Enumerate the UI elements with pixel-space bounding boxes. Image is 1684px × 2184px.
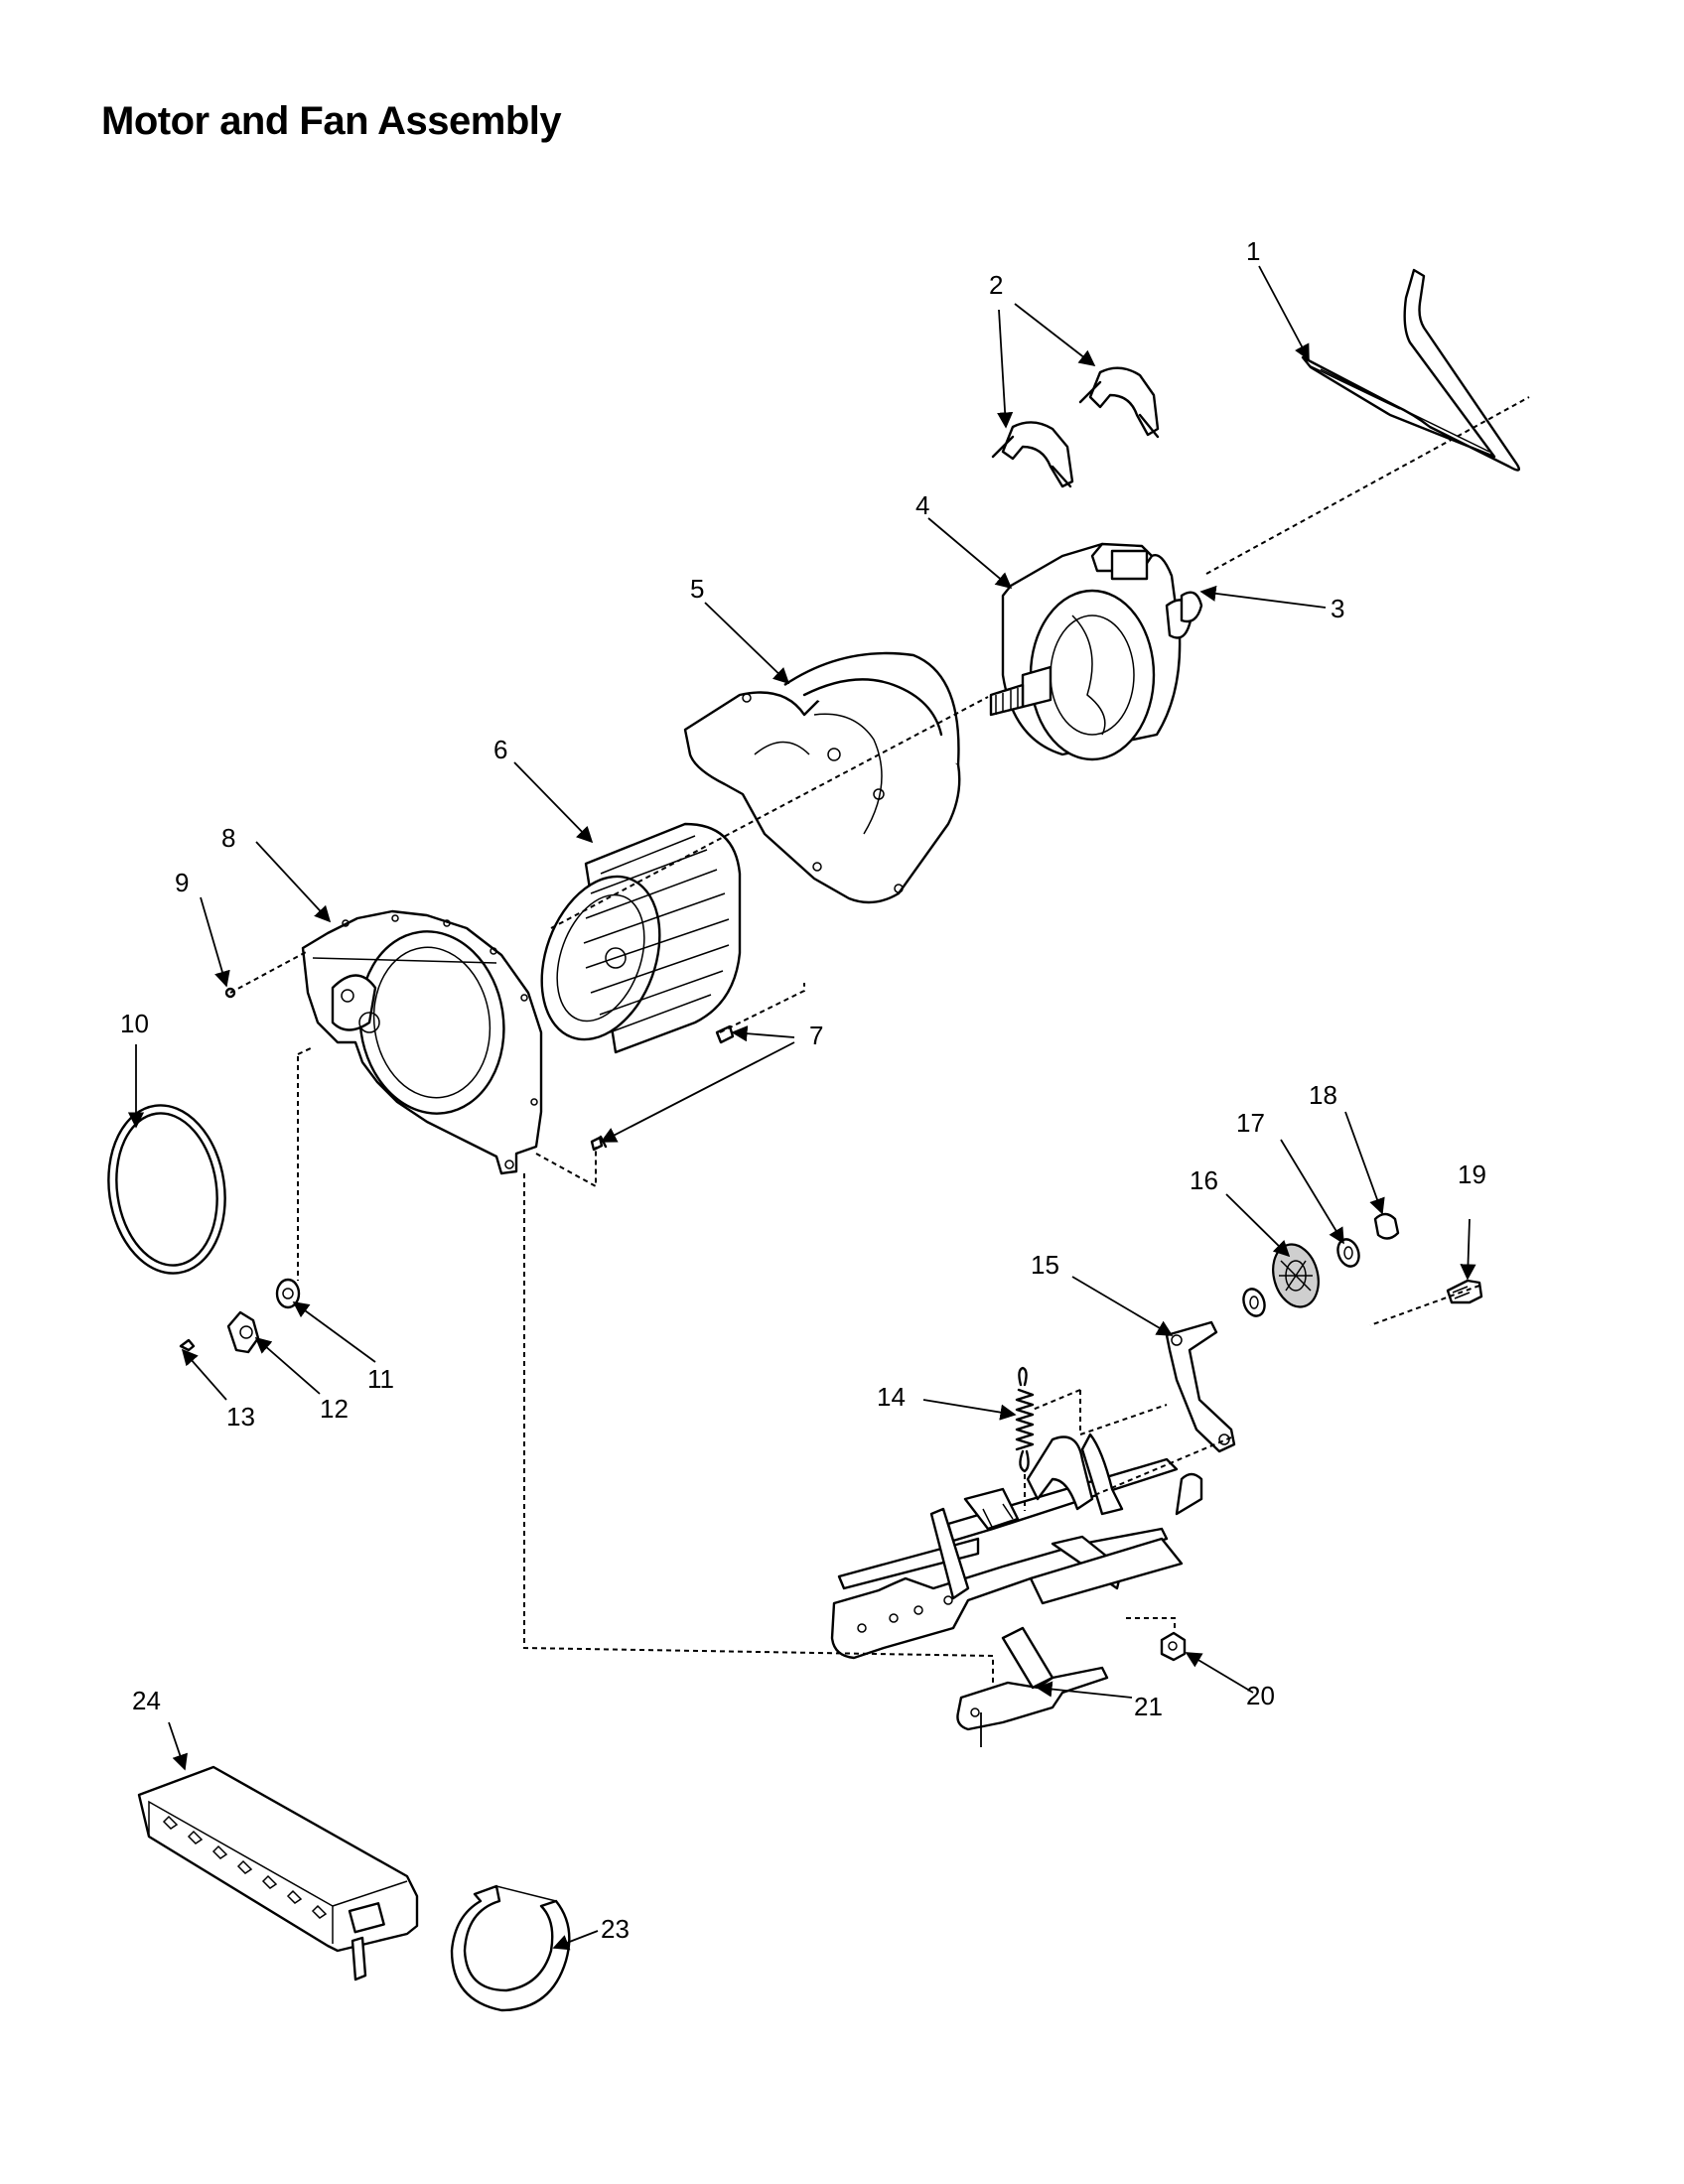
idler-arm [1165,1320,1236,1453]
callout-16: 16 [1190,1165,1218,1195]
drive-motor [989,542,1203,761]
blower-wheel [540,822,742,1054]
motor-clamps [991,366,1160,488]
callout-9: 9 [175,868,189,897]
callout-23: 23 [601,1914,630,1944]
blower-housing-cover [301,909,543,1175]
thermostat-parts [179,1278,301,1354]
callout-24: 24 [132,1686,161,1715]
drive-belt [1301,268,1520,472]
screws [224,987,735,1152]
callout-17: 17 [1236,1108,1265,1138]
callout-20: 20 [1246,1681,1275,1710]
callout-11: 11 [367,1364,394,1394]
seal-ring [107,1104,226,1275]
callout-15: 15 [1031,1250,1059,1280]
callout-12: 12 [320,1394,349,1424]
callout-19: 19 [1458,1160,1486,1189]
callout-3: 3 [1331,594,1344,623]
callout-5: 5 [690,574,704,604]
callout-13: 13 [226,1402,255,1432]
terminal-block [137,1765,419,1981]
callout-8: 8 [221,823,235,853]
page-title: Motor and Fan Assembly [101,99,562,143]
callout-6: 6 [493,735,507,764]
assembly-lines [229,396,1530,1747]
callout-1: 1 [1246,236,1260,266]
callout-7: 7 [809,1021,823,1050]
callout-2: 2 [989,270,1003,300]
fan-housing [683,651,961,904]
callout-leaders [127,265,1476,1951]
callout-21: 21 [1134,1692,1163,1721]
idler-spring [1015,1366,1035,1473]
callout-18: 18 [1309,1080,1337,1110]
callout-14: 14 [877,1382,906,1412]
hex-nut [1160,1631,1187,1662]
callout-10: 10 [120,1009,149,1038]
wire-clamp [450,1884,571,2012]
motor-mount-base [830,1433,1203,1731]
idler-pulley-set [1242,1212,1483,1317]
callout-4: 4 [915,490,929,520]
callout-numbers: 1 2 3 4 5 6 7 8 9 10 11 12 13 14 15 16 1… [120,236,1486,1944]
